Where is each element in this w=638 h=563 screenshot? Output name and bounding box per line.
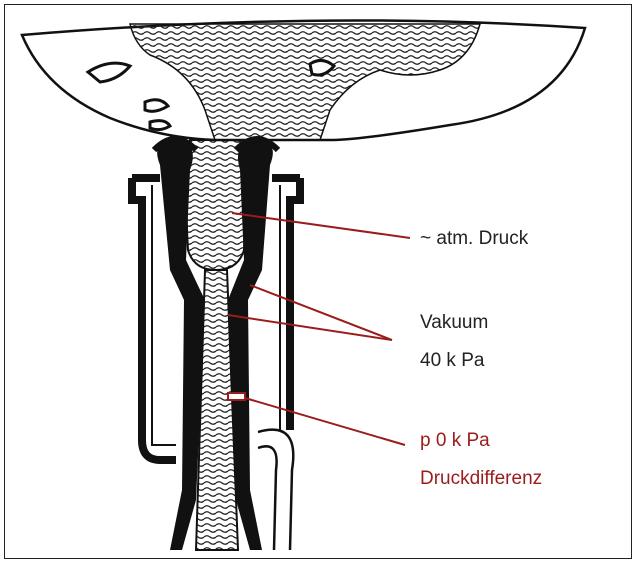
- label-pressure-value: p 0 k Pa: [420, 430, 490, 452]
- leader-pressure: [245, 398, 405, 445]
- pressure-sensor: [228, 393, 245, 400]
- label-pressure-difference: Druckdifferenz: [420, 468, 542, 490]
- leader-vacuum-1: [250, 285, 392, 340]
- milk-tube: [258, 430, 293, 550]
- udder: [22, 20, 585, 140]
- label-vacuum: Vakuum: [420, 312, 488, 334]
- label-vacuum-value: 40 k Pa: [420, 350, 484, 372]
- leader-vacuum-2: [228, 315, 392, 340]
- label-atm-pressure: ~ atm. Druck: [420, 228, 528, 250]
